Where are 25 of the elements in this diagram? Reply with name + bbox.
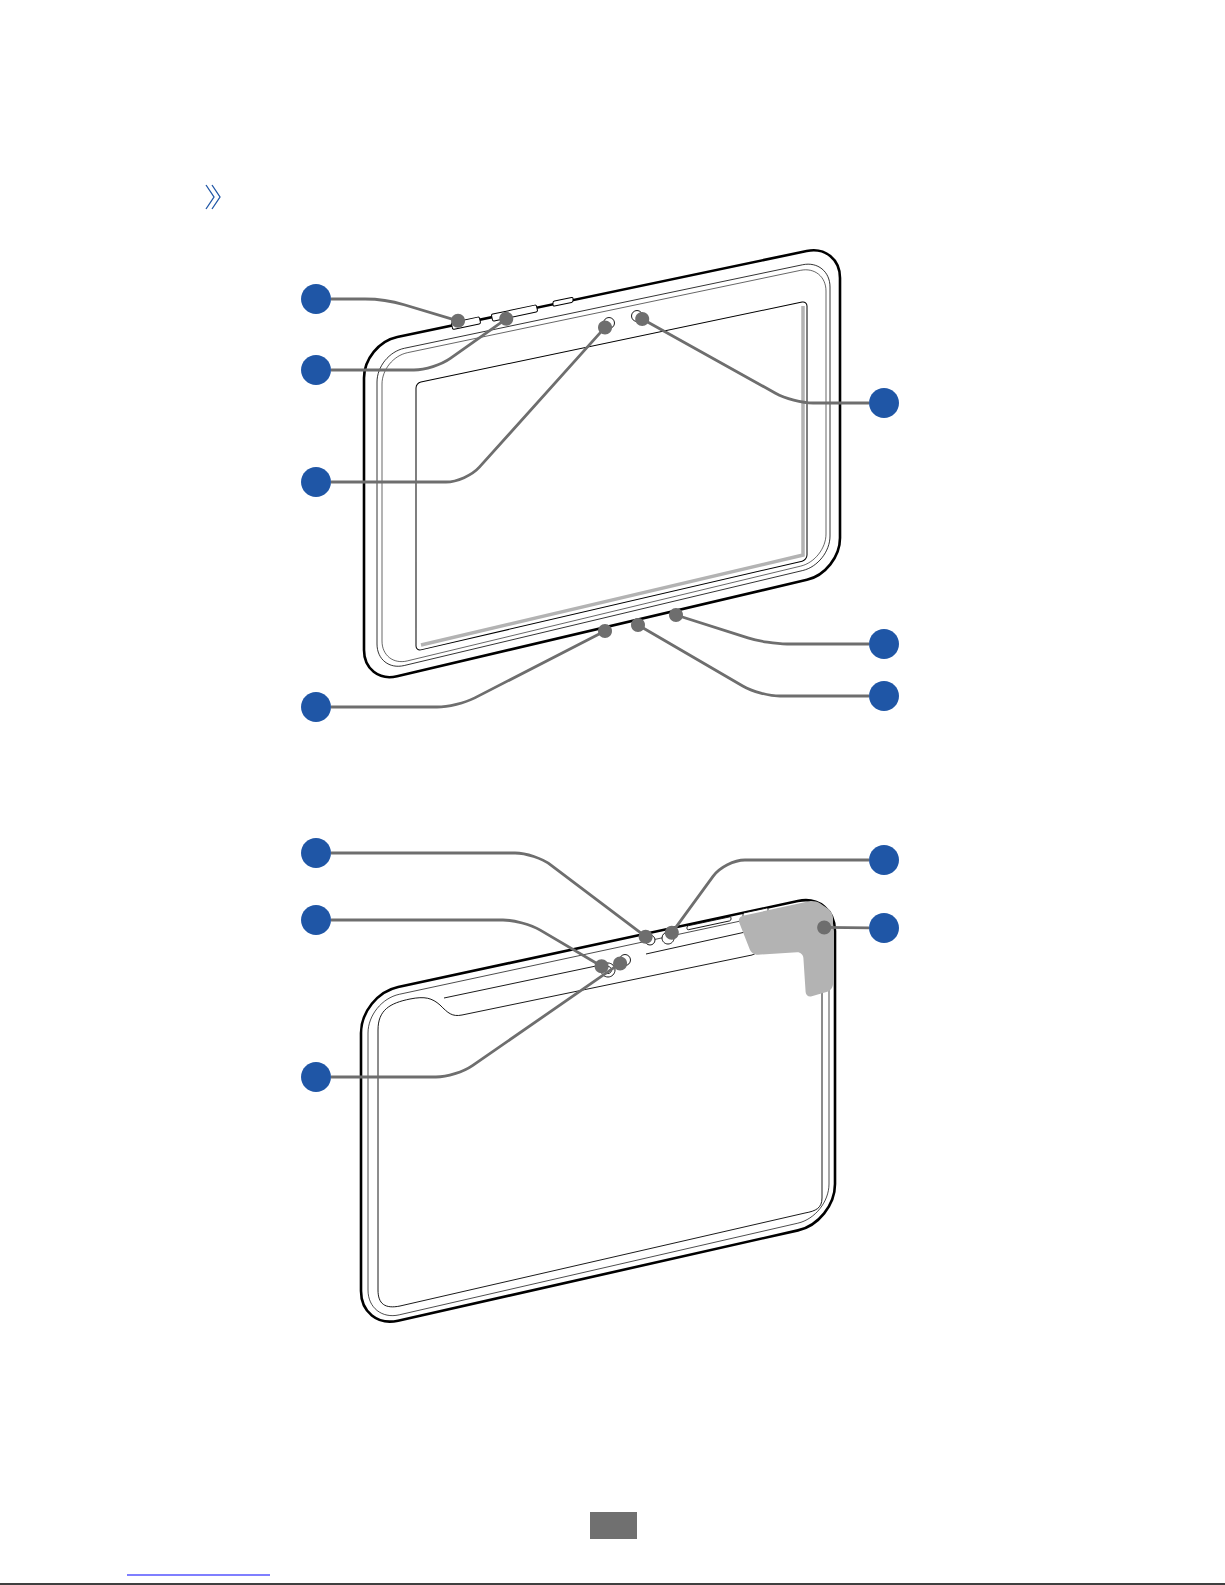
leader-line — [817, 920, 869, 935]
callout-circle — [869, 845, 899, 875]
callout-circle — [301, 355, 331, 385]
callout-circle — [301, 1062, 331, 1092]
leader-line — [331, 918, 609, 974]
shaded-area — [738, 901, 833, 997]
callout-circle — [301, 284, 331, 314]
leader-line — [635, 311, 869, 405]
callout-circle — [869, 629, 899, 659]
callout-circle — [869, 913, 899, 943]
leader-line — [669, 608, 869, 646]
leader-line — [331, 624, 612, 709]
leader-line — [664, 858, 869, 940]
leader-line — [331, 311, 514, 372]
leader-line — [631, 618, 869, 698]
callout-circle — [301, 467, 331, 497]
callout-circle — [301, 838, 331, 868]
callout-circle — [869, 388, 899, 418]
leader-line — [331, 956, 628, 1079]
leader-line — [331, 851, 653, 944]
callout-circle — [301, 905, 331, 935]
leader-line — [331, 297, 465, 328]
callout-circle — [301, 692, 331, 722]
callout-circle — [869, 681, 899, 711]
leader-line — [331, 320, 612, 484]
